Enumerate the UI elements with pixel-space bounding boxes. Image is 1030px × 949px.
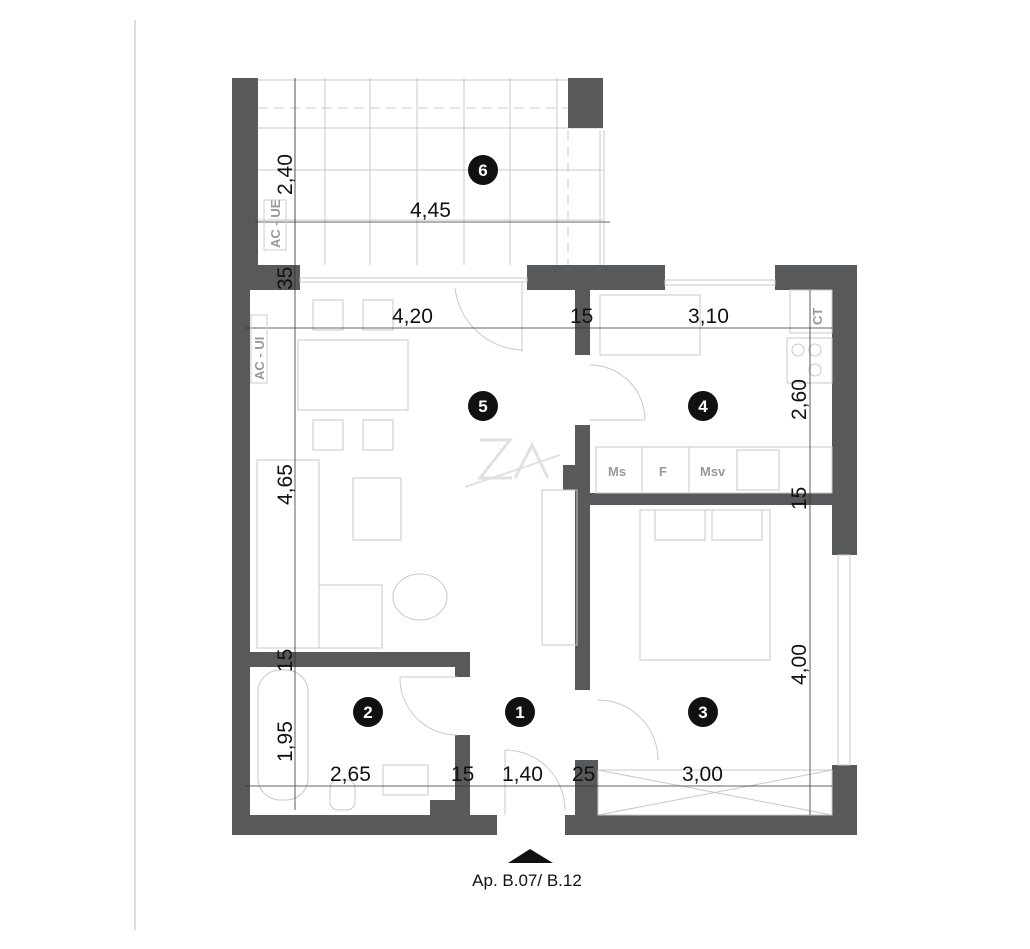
dim-balcony-width: 4,45 bbox=[410, 199, 451, 222]
dim-bedroom-depth: 4,00 bbox=[788, 644, 811, 685]
dim-kitchen-width: 3,10 bbox=[688, 305, 729, 328]
plan-caption: Ap. B.07/ B.12 bbox=[472, 871, 582, 890]
dim-bedroom-width: 3,00 bbox=[682, 763, 723, 786]
dim-wall-15-b: 15 bbox=[788, 487, 811, 510]
room-number: 6 bbox=[478, 161, 487, 180]
room-marker-6: 6 bbox=[468, 155, 498, 185]
dim-living-width: 4,20 bbox=[392, 305, 433, 328]
label-f: F bbox=[659, 464, 667, 479]
dim-wall-15-d: 15 bbox=[451, 763, 474, 786]
label-ms: Ms bbox=[608, 464, 626, 479]
room-markers: 6 5 4 2 1 3 bbox=[353, 155, 718, 727]
room-number: 3 bbox=[698, 703, 707, 722]
dim-bath-width: 2,65 bbox=[330, 763, 371, 786]
dim-balcony-depth: 2,40 bbox=[274, 154, 297, 195]
room-number: 1 bbox=[515, 703, 524, 722]
walls bbox=[232, 78, 857, 835]
dim-wall-35: 35 bbox=[274, 267, 297, 290]
dim-bath-depth: 1,95 bbox=[274, 721, 297, 762]
room-marker-4: 4 bbox=[688, 391, 718, 421]
furniture bbox=[256, 289, 833, 816]
room-marker-5: 5 bbox=[468, 391, 498, 421]
dim-wall-15-c: 15 bbox=[274, 649, 297, 672]
room-marker-1: 1 bbox=[505, 697, 535, 727]
room-number: 4 bbox=[698, 397, 708, 416]
dimension-lines bbox=[245, 78, 832, 815]
label-ac-ui: AC - UI bbox=[252, 337, 267, 380]
room-marker-2: 2 bbox=[353, 697, 383, 727]
room-number: 5 bbox=[478, 397, 487, 416]
dim-kitchen-depth: 2,60 bbox=[788, 379, 811, 420]
dim-living-depth: 4,65 bbox=[274, 464, 297, 505]
dim-hall-width: 1,40 bbox=[502, 763, 543, 786]
room-marker-3: 3 bbox=[688, 697, 718, 727]
label-ct: CT bbox=[810, 308, 825, 325]
label-msv: Msv bbox=[700, 464, 726, 479]
balcony-tiles bbox=[258, 78, 605, 265]
logo-watermark bbox=[464, 438, 561, 488]
annotations: AC - UE AC - UI CT Ms F Msv bbox=[250, 199, 825, 479]
room-number: 2 bbox=[363, 703, 372, 722]
openings bbox=[299, 277, 851, 815]
dimension-labels: 2,40 4,45 35 4,20 15 3,10 2,60 4,65 15 4… bbox=[274, 154, 811, 786]
entrance-arrow-icon bbox=[508, 849, 553, 863]
dim-wall-15-a: 15 bbox=[570, 305, 593, 328]
dim-wall-25: 25 bbox=[572, 763, 595, 786]
label-ac-ue: AC - UE bbox=[268, 199, 283, 248]
